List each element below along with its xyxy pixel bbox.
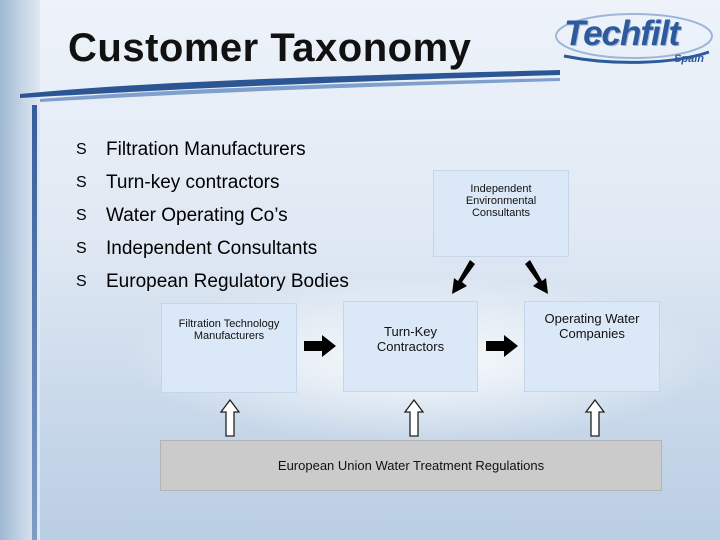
logo-brand: Techfilt [564, 14, 680, 53]
box-line: Operating Water [544, 311, 640, 326]
company-logo: Techfilt Spain [554, 8, 714, 68]
slide-title: Customer Taxonomy [68, 26, 472, 70]
down-left-arrow-icon [452, 260, 475, 294]
box-line: Independent [470, 183, 532, 195]
up-arrow-icon [403, 398, 425, 437]
bullet-item: S Turn-key contractors [76, 166, 349, 199]
logo-swirl [555, 13, 713, 64]
box-line: Contractors [376, 339, 445, 354]
bullet-marker: S [76, 272, 87, 290]
bullet-label: Independent Consultants [106, 237, 318, 259]
consultants-box: Independent Environmental Consultants [433, 170, 569, 257]
bullet-label: European Regulatory Bodies [106, 270, 349, 292]
box-line: Consultants [471, 207, 531, 219]
bullet-label: Filtration Manufacturers [106, 138, 306, 160]
bullet-marker: S [76, 206, 87, 224]
box-line: Filtration Technology [178, 318, 280, 330]
bullet-list: S Filtration Manufacturers S Turn-key cont… [76, 133, 349, 298]
manufacturers-box: Filtration Technology Manufacturers [161, 303, 297, 393]
box-line: Companies [559, 326, 625, 341]
left-decorative-stripe [0, 0, 40, 540]
operating-box: Operating Water Companies [524, 301, 660, 392]
box-line: Environmental [465, 195, 537, 207]
up-arrow-icon [584, 398, 606, 437]
bullet-marker: S [76, 140, 87, 158]
turnkey-box: Turn-Key Contractors [343, 301, 478, 392]
bullet-item: S Filtration Manufacturers [76, 133, 349, 166]
bullet-marker: S [76, 173, 87, 191]
bullet-item: S European Regulatory Bodies [76, 265, 349, 298]
down-right-arrow-icon [525, 260, 548, 294]
logo-region: Spain [674, 53, 704, 65]
bullet-marker: S [76, 239, 87, 257]
right-arrow-icon [304, 335, 336, 357]
bullet-label: Turn-key contractors [106, 171, 280, 193]
box-line: Manufacturers [193, 330, 265, 342]
regulation-box: European Union Water Treatment Regulatio… [160, 440, 662, 491]
up-arrow-icon [219, 398, 241, 437]
right-arrow-icon [486, 335, 518, 357]
bullet-item: S Water Operating Co’s [76, 199, 349, 232]
title-swoosh [20, 70, 560, 102]
box-line: Turn-Key [384, 324, 437, 339]
bullet-item: S Independent Consultants [76, 232, 349, 265]
bullet-label: Water Operating Co’s [106, 204, 288, 226]
